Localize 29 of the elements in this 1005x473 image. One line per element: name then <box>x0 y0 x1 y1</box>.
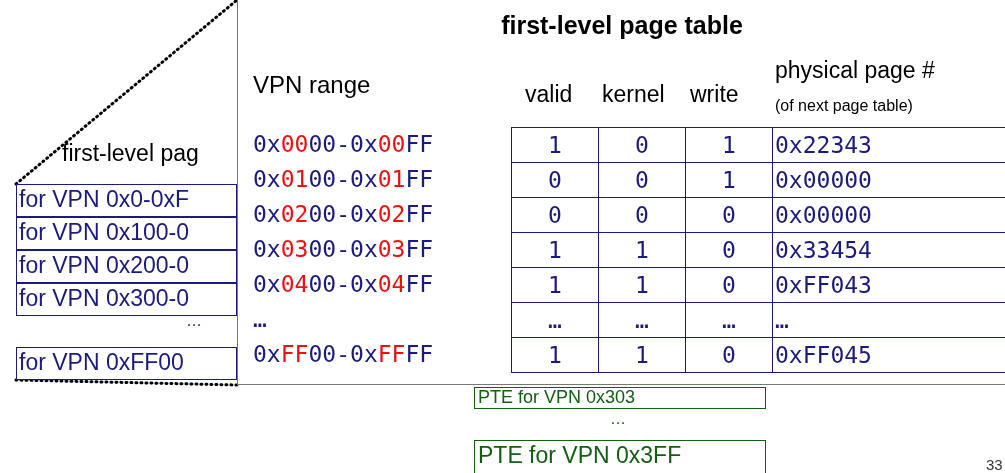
table-cell: 1 <box>511 127 599 163</box>
column-header: VPN range <box>253 71 371 99</box>
column-header: physical page # <box>775 57 935 84</box>
vpn-range: 0x0200-0x02FF <box>253 200 434 229</box>
page-table-entry-box: for VPN 0x0-0xF <box>16 184 237 217</box>
column-header: write <box>690 81 739 108</box>
vpn-range: 0x0100-0x01FF <box>253 165 434 194</box>
zoom-guide-line <box>14 0 239 186</box>
ellipsis-text: … <box>610 410 626 428</box>
column-header: (of next page table) <box>775 97 913 115</box>
vpn-range: 0x0300-0x03FF <box>253 235 434 264</box>
page-table-entry-box: for VPN 0x100-0 <box>16 217 237 250</box>
column-header: valid <box>525 81 573 108</box>
page-table-entry-box: for VPN 0x300-0 <box>16 283 237 316</box>
vpn-range: 0x0000-0x00FF <box>253 130 434 159</box>
page-table-entry-box: PTE for VPN 0x303 <box>474 387 766 409</box>
vpn-range: … <box>253 305 267 334</box>
table-title: first-level page table <box>500 11 744 40</box>
column-header: kernel <box>602 81 665 108</box>
zoom-guide-line <box>14 378 239 387</box>
table-cell: 1 <box>511 337 599 373</box>
page-table-entry-box: PTE for VPN 0x3FF <box>474 440 766 473</box>
page-table-entry-box: for VPN 0x200-0 <box>16 250 237 283</box>
zoom-panel <box>237 0 1005 385</box>
page-number: 33 <box>986 456 1003 473</box>
heading-text: first-level pag <box>62 140 199 167</box>
page-table-entry-box: for VPN 0xFF00 <box>16 347 237 380</box>
vpn-range: 0xFF00-0xFFFF <box>253 340 434 369</box>
vpn-range: 0x0400-0x04FF <box>253 270 434 299</box>
